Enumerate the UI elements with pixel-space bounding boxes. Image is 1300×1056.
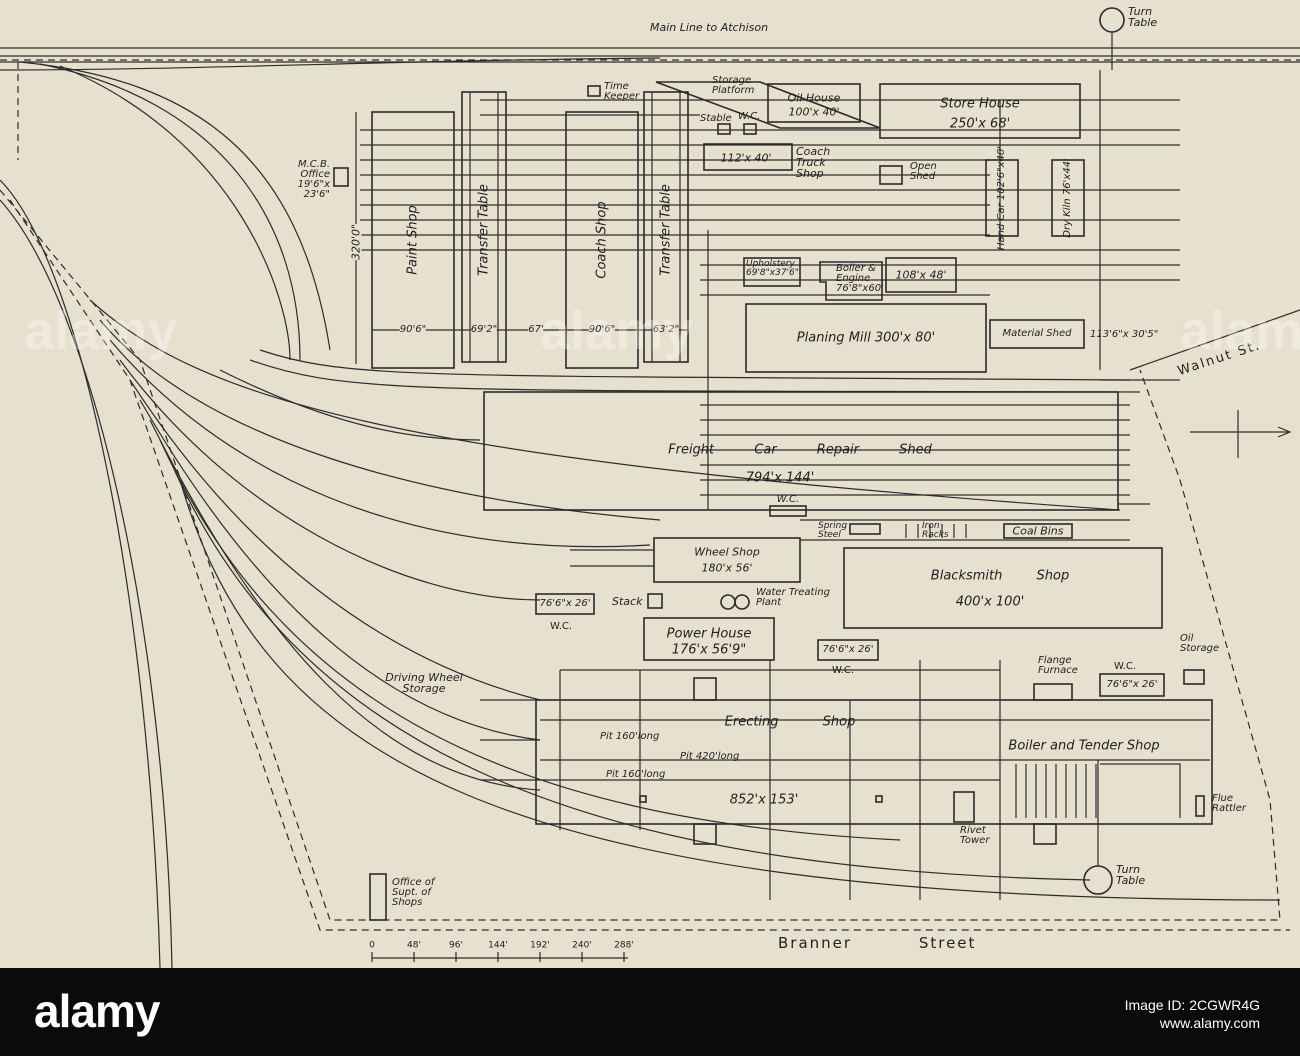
- scale-tick-48: 48': [407, 940, 421, 951]
- upholstery-label: Upholstery 69'8"x37'6": [746, 259, 799, 278]
- width-transfer-2: 63'2": [652, 324, 680, 335]
- boiler-tender-shop-label: Boiler and Tender Shop: [1008, 738, 1160, 754]
- wc-top-label: W.C.: [738, 111, 761, 122]
- pit-2-label: Pit 420'long: [680, 751, 740, 762]
- building-108-label: 108'x 48': [895, 268, 947, 282]
- coal-bins-label: Coal Bins: [1012, 524, 1064, 538]
- dry-kiln-label: Dry Kiln 76'x44': [1062, 158, 1073, 238]
- watermark-url: www.alamy.com: [1159, 1015, 1260, 1031]
- width-transfer-1: 69'2": [470, 324, 498, 335]
- coach-truck-shop-size: 112'x 40': [720, 151, 772, 165]
- erecting-shop-label: Erecting Shop: [724, 714, 856, 730]
- power-house-label: Power House: [666, 626, 752, 642]
- planing-mill-label: Planing Mill 300'x 80': [796, 330, 936, 346]
- width-gap: 67': [528, 324, 544, 335]
- paint-shop-label: Paint Shop: [405, 205, 421, 275]
- erecting-shop-size: 852'x 153': [729, 792, 799, 808]
- image-id-label: Image ID: 2CGWR4G: [1124, 997, 1260, 1013]
- store-house-size: 250'x 68': [949, 116, 1011, 132]
- water-treating-label: Water Treating Plant: [756, 587, 830, 608]
- office-supt-label: Office of Supt. of Shops: [392, 877, 435, 908]
- wheel-shop-label: Wheel Shop: [694, 545, 760, 559]
- dim-320-label: 320'0": [349, 223, 363, 261]
- coach-truck-shop-label: Coach Truck Shop: [796, 145, 831, 180]
- boiler-engine-label: Boiler & Engine 76'8"x60': [836, 263, 884, 294]
- scale-tick-144: 144': [488, 940, 508, 951]
- material-shed-label: Material Shed: [1002, 328, 1072, 339]
- pit-3-label: Pit 160'long: [606, 769, 666, 780]
- stack-label: Stack: [612, 595, 643, 608]
- watermark-info: Image ID: 2CGWR4G www.alamy.com: [1125, 996, 1260, 1032]
- wc-right-label: W.C.: [1114, 661, 1137, 672]
- oil-house-size: 100'x 40': [788, 105, 840, 119]
- scale-tick-0: 0: [369, 940, 375, 951]
- transfer-table-1-label: Transfer Table: [476, 184, 492, 276]
- pit-1-label: Pit 160'long: [600, 731, 660, 742]
- scale-tick-192: 192': [530, 940, 550, 951]
- flue-rattler-label: Flue Rattler: [1212, 793, 1246, 814]
- scale-tick-240: 240': [572, 940, 592, 951]
- flange-furnace-label: Flange Furnace: [1038, 655, 1078, 676]
- mcb-office-label: M.C.B. Office 19'6"x 23'6": [297, 159, 330, 200]
- power-house-size: 176'x 56'9": [671, 642, 747, 658]
- stable-label: Stable: [700, 113, 732, 124]
- scale-tick-96: 96': [449, 940, 463, 951]
- wc-mid-size: 76'6"x 26': [822, 644, 874, 655]
- coach-shop-label: Coach Shop: [594, 201, 610, 279]
- wc-left-label: W.C.: [550, 621, 573, 632]
- wc-right-size: 76'6"x 26': [1106, 679, 1158, 690]
- wc-freight-label: W.C.: [776, 494, 800, 505]
- site-plan-diagram: Main Line to Atchison Turn Table Time Ke…: [0, 5, 1300, 968]
- width-paint-shop: 90'6": [399, 324, 427, 335]
- transfer-table-2-label: Transfer Table: [658, 184, 674, 276]
- blacksmith-shop-size: 400'x 100': [955, 594, 1025, 610]
- storage-platform-label: Storage Platform: [712, 75, 755, 96]
- iron-racks-label: Iron Racks: [922, 521, 949, 540]
- watermark-band: alamy Image ID: 2CGWR4G www.alamy.com: [0, 968, 1300, 1056]
- wc-mid-label: W.C.: [832, 665, 855, 676]
- material-shed-size: 113'6"x 30'5": [1090, 329, 1159, 340]
- blacksmith-shop-label: Blacksmith Shop: [930, 568, 1070, 584]
- plan-drawing: [0, 7, 1300, 968]
- hand-car-label: Hand Car 102'6"x40': [996, 145, 1007, 251]
- oil-house-label: Oil House: [787, 91, 841, 105]
- branner-street-label: Branner Street: [778, 934, 977, 952]
- rivet-tower-label: Rivet Tower: [960, 825, 990, 846]
- turn-table-top-label: Turn Table: [1128, 5, 1158, 29]
- alamy-logo: alamy: [34, 985, 160, 1037]
- watermark-ghost-center: alamy: [540, 301, 694, 361]
- time-keeper-label: Time Keeper: [604, 81, 640, 102]
- watermark-ghost-left: alamy: [24, 301, 178, 361]
- wheel-shop-size: 180'x 56': [701, 561, 753, 575]
- store-house-label: Store House: [940, 96, 1020, 112]
- freight-shed-size: 794'x 144': [745, 470, 815, 486]
- scale-tick-288: 288': [614, 940, 634, 951]
- freight-shed-label: Freight Car Repair Shed: [668, 442, 932, 458]
- driving-wheel-storage-label: Driving Wheel Storage: [385, 671, 463, 695]
- turn-table-bottom-label: Turn Table: [1116, 863, 1146, 887]
- watermark-ghost-right: alamy: [1180, 301, 1300, 361]
- width-coach-shop: 90'6": [588, 324, 616, 335]
- open-shed-label: Open Shed: [910, 161, 937, 182]
- main-line-label: Main Line to Atchison: [650, 21, 769, 34]
- spring-steel-label: Spring Steel: [818, 521, 848, 540]
- oil-storage-label: Oil Storage: [1180, 633, 1220, 654]
- wc-left-size: 76'6"x 26': [539, 598, 591, 609]
